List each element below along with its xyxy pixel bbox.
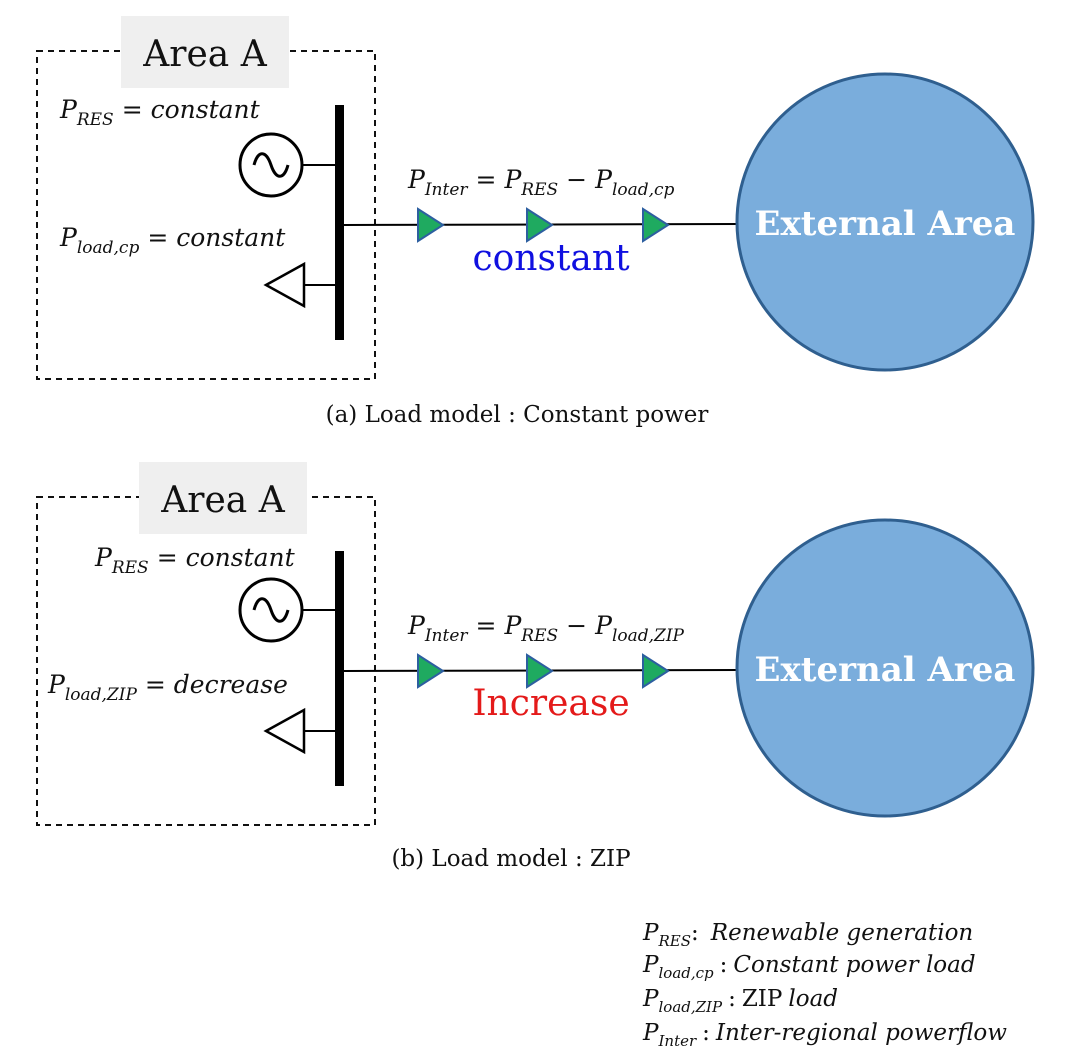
area-a-title: Area A [142, 34, 267, 75]
ac-source-icon [238, 132, 335, 198]
external-area-circle [735, 518, 1035, 818]
load-equation: Pload,ZIP= decrease [47, 670, 288, 705]
inter-equation: PInter=PRES−Pload,cp [407, 165, 675, 200]
area-b-title: Area A [160, 480, 285, 521]
flow-arrow-icon [526, 207, 554, 243]
external-area-circle [735, 72, 1035, 372]
legend-item: Pload,cp:Constant power load [642, 952, 976, 982]
load-equation: Pload,cp= constant [59, 223, 286, 258]
flow-arrow-icon [642, 653, 670, 689]
inter-equation: PInter=PRES−Pload,ZIP [407, 611, 685, 646]
caption-b: (b) Load model : ZIP [391, 846, 630, 872]
bus-bar [335, 551, 344, 786]
flow-arrow-icon [417, 653, 445, 689]
flow-status: Increase [472, 683, 629, 724]
flow-arrow-icon [642, 207, 670, 243]
panel-a: Area A PRES= constant Pload,cp= constant [36, 16, 1035, 428]
caption-a: (a) Load model : Constant power [326, 402, 709, 428]
bus-bar [335, 105, 344, 340]
res-equation: PRES= constant [94, 543, 296, 578]
legend-item: PRES:Renewable generation [642, 920, 973, 950]
legend: PRES:Renewable generation Pload,cp:Const… [642, 920, 1007, 1050]
res-equation: PRES= constant [59, 95, 261, 130]
legend-item: PInter:Inter-regional powerflow [642, 1020, 1007, 1050]
flow-arrow-icon [526, 653, 554, 689]
external-area-label: External Area [755, 204, 1016, 244]
load-triangle-icon [263, 707, 335, 755]
panel-b: Area A PRES= constant Pload,ZIP= decreas… [36, 462, 1035, 872]
ac-source-icon [238, 577, 335, 643]
area-b-title-box [139, 462, 307, 534]
external-area-label: External Area [755, 650, 1016, 690]
flow-arrow-icon [417, 207, 445, 243]
load-triangle-icon [263, 261, 335, 309]
flow-status: constant [472, 238, 630, 279]
area-a-title-box [121, 16, 289, 88]
